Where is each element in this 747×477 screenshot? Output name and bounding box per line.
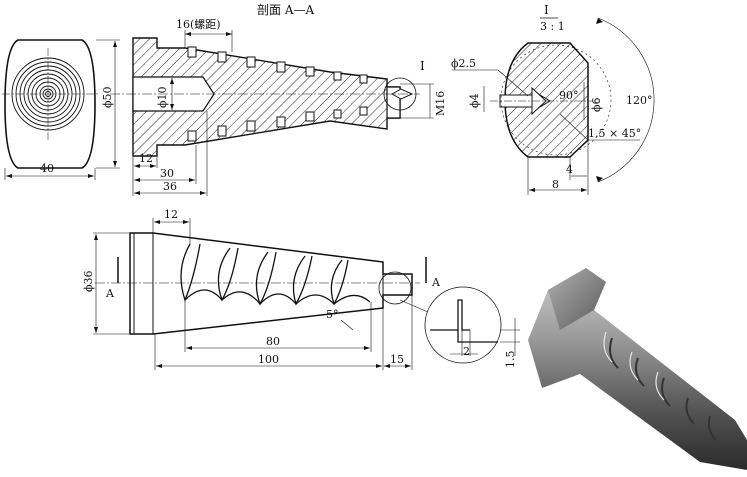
groove-dim-15: 1.5 — [504, 351, 517, 369]
main-dim-15: 15 — [390, 353, 404, 366]
main-view: A A — [82, 208, 441, 370]
section-title: 剖面 A—A — [257, 3, 314, 17]
detail-dim-4: 4 — [566, 163, 573, 176]
main-angle-5: 5° — [326, 308, 339, 321]
section-dim-30: 30 — [160, 167, 174, 180]
cut-label-right: A — [431, 276, 441, 289]
section-view: 剖面 A—A I — [110, 3, 447, 196]
cut-label-left: A — [105, 287, 115, 300]
detail-chamfer: 1.5 × 45° — [588, 127, 641, 140]
thread-label: M16 — [434, 91, 447, 116]
isometric-rendering — [528, 268, 747, 470]
detail-marker: I — [420, 59, 425, 73]
detail-dim-8: 8 — [552, 178, 559, 191]
detail-view: I 3 : 1 120° ϕ2.5 ϕ4 90° ϕ6 1.5 × 45° — [451, 3, 655, 195]
main-dim-80: 80 — [266, 335, 280, 348]
main-d36: ϕ36 — [82, 271, 95, 293]
detail-d25: ϕ2.5 — [451, 57, 476, 70]
front-view: 40 ϕ50 — [2, 39, 120, 180]
main-dim-100: 100 — [258, 353, 279, 366]
front-width-label: 40 — [40, 162, 54, 175]
detail-title-bottom: 3 : 1 — [540, 20, 565, 33]
groove-dim-2: 2 — [463, 345, 470, 358]
groove-detail: 2 1.5 — [399, 286, 520, 369]
detail-d6: ϕ6 — [590, 98, 603, 113]
detail-angle-90: 90° — [559, 89, 579, 102]
pitch-label: 16(螺距) — [176, 18, 221, 31]
section-dim-36: 36 — [163, 180, 177, 193]
hole-diameter-label: ϕ10 — [156, 87, 169, 109]
detail-title-top: I — [544, 3, 549, 17]
main-dim-12: 12 — [164, 208, 178, 221]
section-dim-12: 12 — [139, 152, 153, 165]
detail-d4: ϕ4 — [468, 94, 481, 109]
detail-angle-120: 120° — [626, 94, 653, 107]
front-height-label: ϕ50 — [101, 87, 114, 109]
